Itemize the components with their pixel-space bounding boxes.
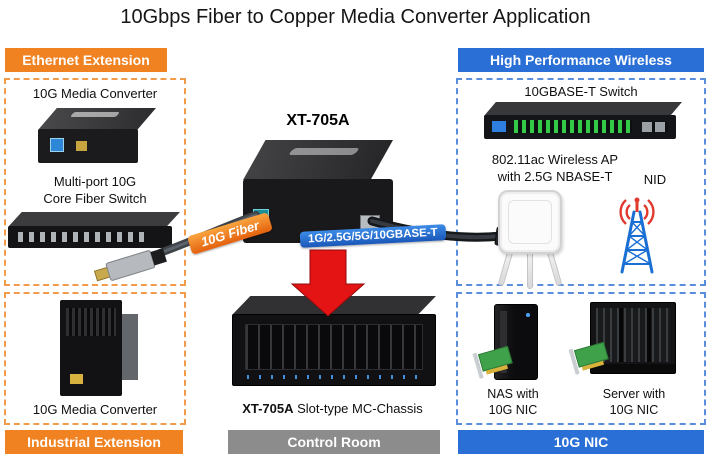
gloss-highlight [287, 148, 361, 155]
chassis-front-face [232, 314, 436, 386]
industrial-extension-panel [4, 292, 186, 425]
server-device [590, 302, 676, 374]
mc-chassis-device [232, 296, 436, 396]
media-converter-label: 10G Media Converter [32, 86, 158, 101]
xt705a-title: XT-705A [286, 112, 350, 129]
10gbaset-switch-device [484, 102, 682, 146]
uplink-ports [642, 122, 668, 132]
high-performance-wireless-banner: High Performance Wireless [458, 48, 704, 72]
core-fiber-switch-device [8, 212, 180, 258]
chassis-led-row [247, 375, 421, 379]
nid-label: NID [643, 172, 667, 187]
device-front-face [38, 129, 138, 163]
device-top-face [8, 212, 180, 227]
device-top-face [243, 140, 393, 180]
brand-badge [492, 121, 506, 132]
device-top-face [38, 108, 156, 130]
vent-grille [66, 308, 116, 336]
nas-led [526, 313, 530, 317]
device-front-face [8, 226, 172, 248]
wireless-ap-label: 802.11ac Wireless AP with 2.5G NBASE-T [491, 152, 619, 184]
din-mount-plate [120, 314, 138, 380]
ap-antenna [527, 251, 533, 289]
core-fiber-switch-label: Multi-port 10G Core Fiber Switch [43, 174, 147, 206]
server-base [591, 364, 675, 373]
server-label: Server with 10G NIC [602, 387, 666, 418]
ethernet-extension-panel [4, 78, 186, 286]
chassis-slots [245, 324, 423, 370]
wireless-ap-device [498, 190, 562, 254]
industrial-converter-device [60, 300, 138, 396]
chassis-suffix-text: Slot-type MC-Chassis [293, 401, 423, 416]
fiber-cable-label: 10G Fiber [187, 212, 273, 255]
wireless-panel [456, 78, 706, 286]
device-top-face [484, 102, 682, 116]
control-room-banner: Control Room [228, 430, 440, 454]
nic-panel [456, 292, 706, 425]
page-title: 10Gbps Fiber to Copper Media Converter A… [120, 6, 591, 28]
10gbaset-switch-label: 10GBASE-T Switch [524, 84, 638, 99]
rj45-port [76, 141, 87, 151]
industrial-converter-label: 10G Media Converter [32, 402, 158, 417]
nas-label: NAS with 10G NIC [487, 387, 539, 418]
server-divider [619, 308, 623, 362]
chassis-top-face [232, 296, 436, 315]
cell-tower-icon [619, 197, 655, 274]
industrial-extension-banner: Industrial Extension [5, 430, 183, 454]
port-row [18, 232, 144, 242]
10g-nic-banner: 10G NIC [458, 430, 704, 454]
nas-front-strip [500, 311, 507, 373]
ap-face-detail [508, 200, 552, 244]
server-fins [596, 308, 670, 362]
chassis-model-text: XT-705A [242, 401, 294, 416]
device-body [60, 300, 122, 396]
gloss-highlight [69, 112, 121, 117]
device-front-face [484, 115, 676, 139]
ethernet-extension-banner: Ethernet Extension [5, 48, 167, 72]
server-divider [647, 308, 651, 362]
rj45-port [70, 374, 83, 384]
port-row [514, 120, 632, 133]
chassis-label: XT-705A Slot-type MC-Chassis [225, 401, 440, 418]
sfp-port [50, 138, 64, 152]
media-converter-device [38, 108, 156, 166]
